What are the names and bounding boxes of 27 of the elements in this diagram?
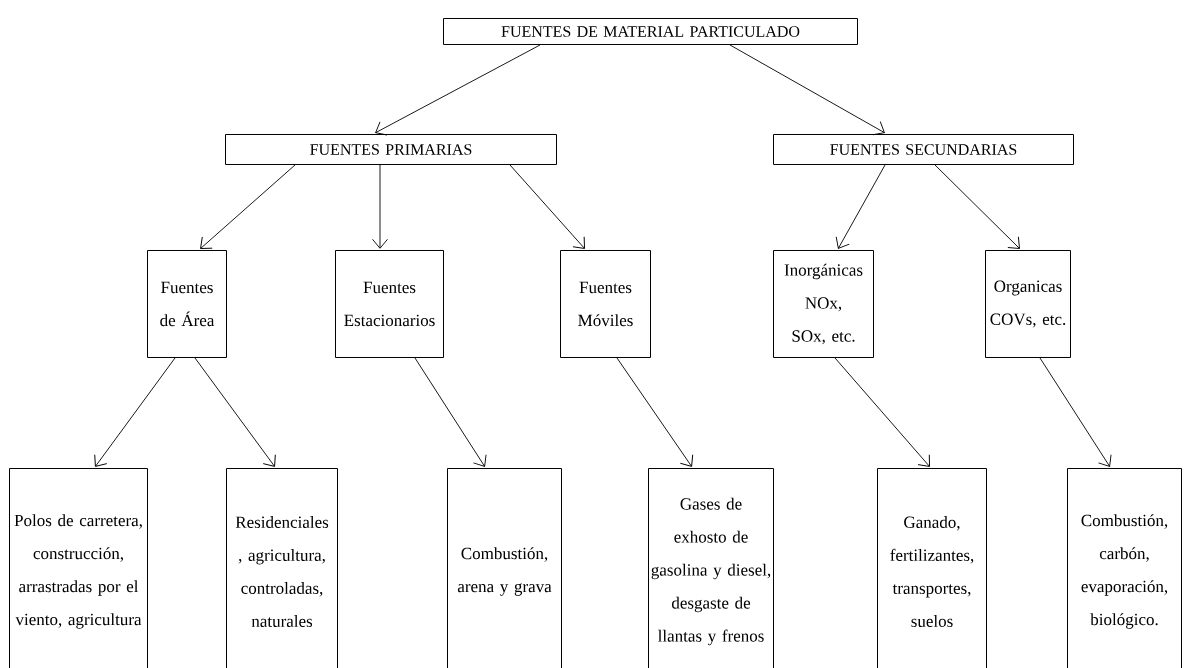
arrow	[729, 44, 885, 136]
arrow	[1039, 357, 1112, 467]
arrow	[375, 44, 541, 136]
arrow	[94, 357, 176, 467]
category-box: Inorgánicas NOx, SOx, etc.	[773, 250, 874, 358]
source-box: Combustión, arena y grava	[447, 468, 562, 668]
arrow	[200, 164, 296, 249]
category-box: Fuentes de Área	[147, 250, 227, 358]
arrow	[834, 357, 930, 467]
source-box: Ganado, fertilizantes, transportes, suelos	[877, 468, 987, 668]
arrow	[414, 357, 487, 467]
source-box: Polos de carretera, construcción, arrastradas por el viento, agricultura	[9, 468, 148, 668]
source-box: Combustión, carbón, evaporación, biológico.	[1067, 468, 1182, 668]
category-box: Fuentes Estacionarios	[335, 250, 444, 358]
category-box: FUENTES SECUNDARIAS	[773, 134, 1074, 165]
arrow	[372, 164, 388, 249]
category-box: Organicas COVs, etc.	[985, 250, 1071, 358]
arrow	[934, 164, 1020, 249]
source-box: Residenciales , agricultura, controladas, naturales	[226, 468, 338, 668]
source-box: Gases de exhosto de gasolina y diesel, desgaste de llantas y frenos	[648, 468, 774, 668]
arrow	[509, 164, 585, 249]
category-box: Fuentes Móviles	[560, 250, 651, 358]
category-box: FUENTES PRIMARIAS	[225, 134, 557, 165]
arrow	[194, 357, 276, 467]
category-box: FUENTES DE MATERIAL PARTICULADO	[443, 18, 858, 45]
arrow	[835, 164, 886, 249]
arrow	[616, 357, 694, 467]
